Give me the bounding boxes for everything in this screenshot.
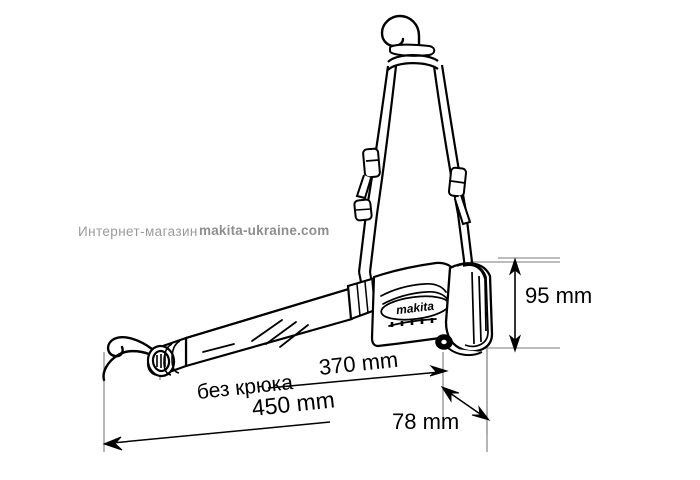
battery-foot [447,347,483,357]
dimension-arrows [102,257,522,451]
makita-badge-text: makita [395,299,435,318]
wire-hook [102,335,154,382]
dimension-arrow-78 [440,386,491,421]
dimension-arrow-370 [267,364,449,389]
makita-badge: makita [380,295,450,321]
strap-buckle-left-lower [353,198,373,222]
end-cap-ribs [156,340,181,376]
strap-buckle-left [355,147,381,200]
badge-ticks [390,318,434,327]
dimension-label-height: 95 mm [525,283,593,308]
watermark-domain: makita-ukraine.com [199,223,330,238]
battery-release-knob [435,334,453,350]
dimension-label-depth: 78 mm [392,409,460,434]
strap-buckle-right [447,166,472,226]
watermark-prefix: Интернет-магазин [78,224,198,239]
hook-base-plate [389,43,436,57]
battery-ribs [456,263,489,348]
dimension-arrow-95 [508,257,522,353]
tube-highlights [202,319,309,353]
dimension-arrow-450 [102,421,331,451]
